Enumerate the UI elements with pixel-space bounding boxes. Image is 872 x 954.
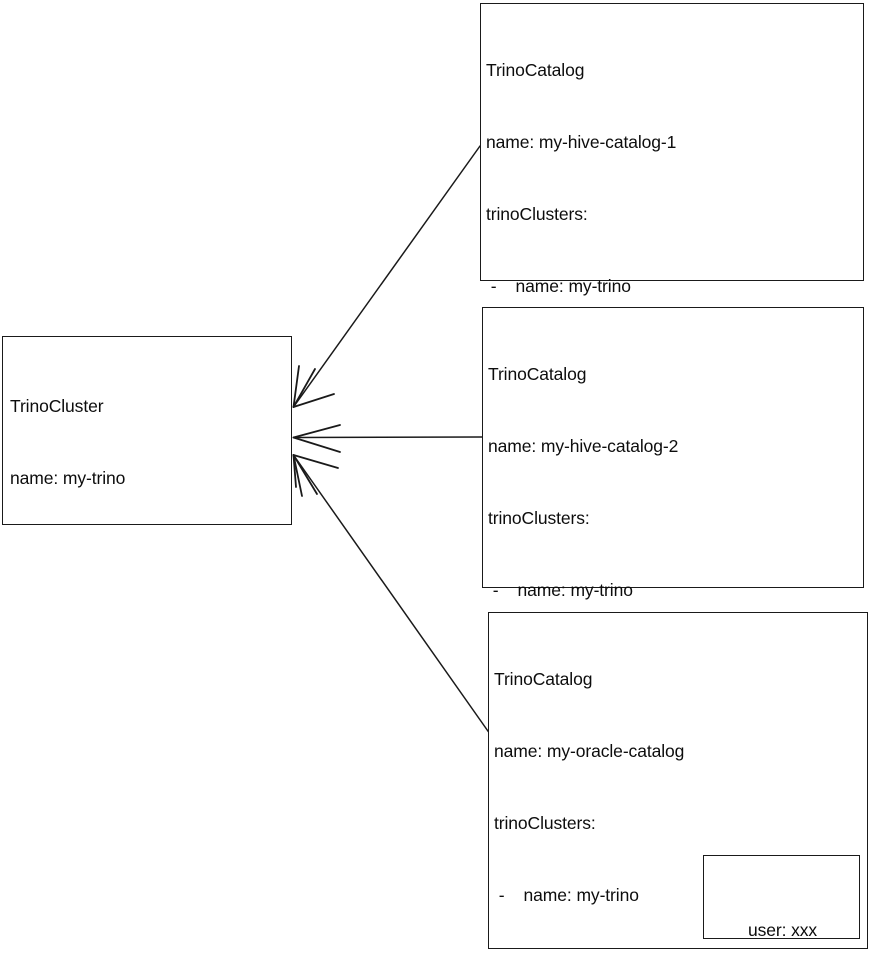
catalog-2-line-cluster-item: - name: my-trino [488, 580, 633, 600]
trino-catalog-box-hive-2[interactable]: TrinoCatalog name: my-hive-catalog-2 tri… [482, 307, 864, 888]
edge-catalog-3-to-cluster [292, 454, 491, 735]
catalog-1-line-cluster-item: - name: my-trino [486, 276, 631, 296]
cluster-line-name: name: my-trino [10, 468, 126, 488]
trino-cluster-box[interactable]: TrinoCluster name: my-trino [2, 336, 292, 525]
catalog-3-line-trinoclusters: trinoClusters: [494, 813, 596, 833]
edge-catalog-2-to-cluster [292, 424, 483, 453]
catalog-3-line-cluster-item: - name: my-trino [494, 885, 639, 905]
edge-catalog-1-to-cluster [292, 145, 481, 408]
catalog-1-line-name: name: my-hive-catalog-1 [486, 132, 677, 152]
catalog-2-line-name: name: my-hive-catalog-2 [488, 436, 679, 456]
catalog-1-line-kind: TrinoCatalog [486, 60, 585, 80]
secret-text: user: xxx password: xxx [704, 870, 861, 954]
trino-cluster-text: TrinoCluster name: my-trino [10, 346, 125, 538]
trino-catalog-box-oracle[interactable]: TrinoCatalog name: my-oracle-catalog tri… [488, 612, 868, 949]
oracle-credentials-secret-box[interactable]: user: xxx password: xxx [703, 855, 860, 940]
cluster-line-kind: TrinoCluster [10, 396, 104, 416]
catalog-3-line-kind: TrinoCatalog [494, 669, 593, 689]
catalog-1-line-trinoclusters: trinoClusters: [486, 204, 588, 224]
catalog-2-line-trinoclusters: trinoClusters: [488, 508, 590, 528]
catalog-3-line-name: name: my-oracle-catalog [494, 741, 685, 761]
trino-catalog-box-hive-1[interactable]: TrinoCatalog name: my-hive-catalog-1 tri… [480, 3, 864, 656]
catalog-2-line-kind: TrinoCatalog [488, 364, 587, 384]
trino-catalog-3-text: TrinoCatalog name: my-oracle-catalog tri… [494, 619, 790, 954]
secret-line-user: user: xxx [747, 920, 818, 940]
